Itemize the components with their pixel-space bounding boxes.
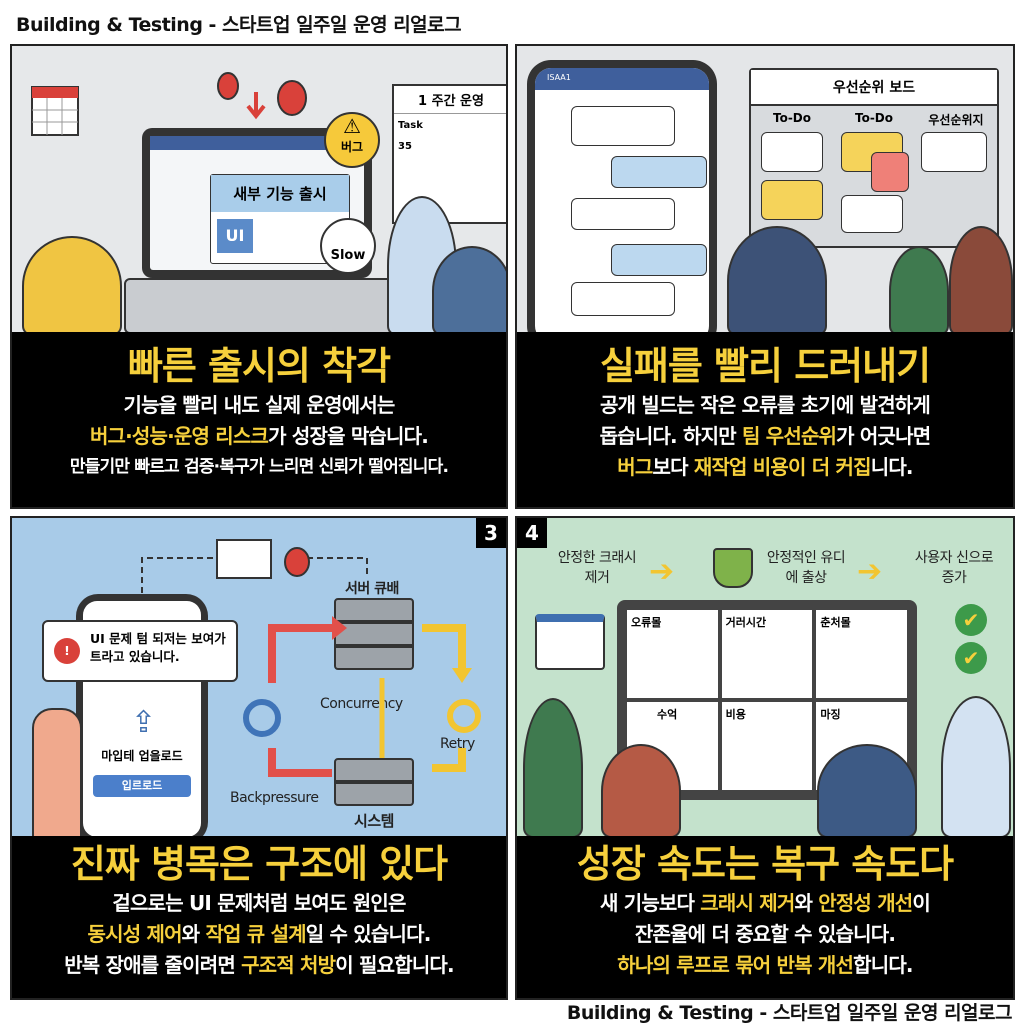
- bug-icon: [217, 72, 307, 120]
- alert-tooltip: ! UI 문제 텀 되저는 보여가 트라고 있습니다.: [42, 620, 238, 682]
- panel-1-title: 빠른 출시의 착각: [127, 344, 391, 388]
- calendar-icon: [535, 614, 605, 670]
- panel-2-illustration: ISAA1 우선순위 보드 To-Do To-Do 우선순위지: [517, 46, 1013, 350]
- flow-step-1: 안정한 크래시 제거: [557, 550, 637, 586]
- flow-arrows: [243, 616, 481, 777]
- person-woman-left: [523, 698, 583, 838]
- board-row-task: Task: [398, 120, 423, 131]
- laptop-base: [124, 278, 394, 334]
- person-woman-presenting: [601, 744, 681, 838]
- retry-label: Retry: [440, 736, 475, 752]
- panel-3-illustration: ⇪ 마입테 업을로드 입르로드 ! UI 문제 텀 되저는 보여가 트라고 있습…: [12, 518, 506, 848]
- trophy-icon: [713, 548, 753, 588]
- chat-bubble: [611, 156, 707, 188]
- chart-card: 거러시간: [721, 610, 813, 698]
- priority-board-title: 우선순위 보드: [751, 70, 997, 106]
- chart-card: 춘처몰: [816, 610, 907, 698]
- person-man-right: [941, 696, 1011, 838]
- warning-icon: ⚠: [343, 114, 361, 138]
- panel-2-caption: 실패를 빨리 드러내기 공개 빌드는 작은 오류를 초기에 발견하게 돕습니다.…: [517, 332, 1013, 507]
- check-icon: ✔: [955, 604, 987, 636]
- board-title: 1 주간 운영: [394, 86, 506, 114]
- panel-number: 3: [476, 518, 506, 548]
- flow-step-2: 안정적인 유디에 출상: [766, 550, 846, 586]
- phone-status-bar: ISAA1: [535, 68, 709, 90]
- panel-1: 새부 기능 출시 UI ⚠ 버그 Slow 1 주간 운영 Task 35 빠른…: [10, 44, 508, 509]
- arrow-right-icon: ➔: [857, 554, 883, 589]
- upload-button[interactable]: 입르로드: [93, 775, 191, 797]
- dashed-connector: [141, 539, 368, 593]
- check-icon: ✔: [955, 642, 987, 674]
- panel-4: 4 안정한 크래시 제거 ➔ 안정적인 유디에 출상 ➔ 사용자 신으로 증가 …: [515, 516, 1015, 1000]
- backpressure-label: Backpressure: [230, 790, 319, 806]
- ui-label: UI: [217, 219, 253, 253]
- panel-2: ISAA1 우선순위 보드 To-Do To-Do 우선순위지: [515, 44, 1015, 509]
- calendar-icon: [31, 86, 79, 136]
- person-woman-tablet: [22, 236, 122, 336]
- hand: [32, 708, 82, 848]
- board-column-priority: 우선순위지: [928, 113, 984, 127]
- alert-icon: !: [54, 638, 80, 664]
- chat-bubble: [571, 106, 675, 146]
- arrow-right-icon: ➔: [649, 554, 675, 589]
- caption-line: 돕습니다. 하지만 팀 우선순위가 어긋나면: [599, 424, 931, 448]
- bug-badge-label: 버그: [340, 140, 364, 154]
- caption-line: 새 기능보다 크래시 제거와 안정성 개선이: [599, 891, 931, 915]
- caption-line: 버그보다 재작업 비용이 더 커집니다.: [617, 455, 913, 479]
- chat-bubble: [611, 244, 707, 276]
- chart-card: 오류몰: [627, 610, 718, 698]
- person-man-back: [817, 744, 917, 838]
- alert-text: UI 문제 텀 되저는 보여가 트라고 있습니다.: [90, 631, 226, 664]
- caption-line: 기능을 빨리 내도 실제 운영에서는: [123, 393, 395, 417]
- chart-card: 비용: [721, 702, 813, 790]
- board-column-todo: To-Do: [772, 111, 812, 125]
- panel-1-illustration: 새부 기능 출시 UI ⚠ 버그 Slow 1 주간 운영 Task 35: [12, 46, 506, 336]
- upload-icon: ⇪: [131, 705, 157, 740]
- panel-3-title: 진짜 병목은 구조에 있다: [70, 842, 448, 886]
- panel-number: 4: [517, 518, 547, 548]
- caption-line: 동시성 제어와 작업 큐 설계일 수 있습니다.: [87, 922, 432, 946]
- caption-line: 공개 빌드는 작은 오류를 초기에 발견하게: [599, 393, 931, 417]
- person-man-seated: [432, 246, 506, 336]
- chat-bubble: [571, 198, 675, 230]
- panel-2-title: 실패를 빨리 드러내기: [599, 344, 931, 388]
- slow-gauge-badge: Slow: [320, 218, 376, 274]
- caption-line: 만들기만 빠르고 검증·복구가 느리면 신뢰가 떨어집니다.: [69, 457, 449, 477]
- caption-line: 잔존율에 더 중요할 수 있습니다.: [634, 922, 896, 946]
- caption-line: 하나의 루프로 묶어 반복 개선합니다.: [617, 953, 913, 977]
- priority-board: 우선순위 보드 To-Do To-Do 우선순위지: [749, 68, 999, 248]
- person-woman: [889, 246, 949, 336]
- panel-1-caption: 빠른 출시의 착각 기능을 빨리 내도 실제 운영에서는 버그·성능·운영 리스…: [12, 332, 506, 507]
- upload-label: 마입테 업을로드: [101, 749, 183, 763]
- server-stack-bottom: [334, 758, 414, 806]
- board-column-todo-2: To-Do: [854, 111, 894, 125]
- bug-warning-badge: ⚠ 버그: [324, 112, 380, 168]
- server-queue-label: 서버 큐배: [345, 581, 399, 597]
- person-man-right: [949, 226, 1013, 336]
- system-label: 시스템: [354, 812, 394, 830]
- panel-3: 3 ⇪ 마입테 업을로드 입르로드 ! UI 문제 텀 되저는 보여가 트라고 …: [10, 516, 508, 1000]
- caption-line: 버그·성능·운영 리스크가 성장을 막습니다.: [89, 424, 429, 448]
- phone: ISAA1: [527, 60, 717, 350]
- panel-4-title: 성장 속도는 복구 속도다: [576, 842, 954, 886]
- board-row-35: 35: [398, 141, 412, 152]
- page-footer-title: Building & Testing - 스타트업 일주일 운영 리얼로그: [566, 1002, 1013, 1024]
- panel-3-caption: 진짜 병목은 구조에 있다 겉으로는 UI 문제처럼 보여도 원인은 동시성 제…: [12, 836, 506, 998]
- person-man-explaining: [727, 226, 827, 336]
- panel-4-caption: 성장 속도는 복구 속도다 새 기능보다 크래시 제거와 안정성 개선이 잔존율…: [517, 836, 1013, 998]
- chat-bubble: [571, 282, 675, 316]
- flow-step-3: 사용자 신으로 증가: [914, 550, 994, 586]
- caption-line: 겉으로는 UI 문제처럼 보여도 원인은: [112, 891, 406, 915]
- caption-line: 반복 장애를 줄이려면 구조적 처방이 필요합니다.: [64, 953, 454, 977]
- page-header-title: Building & Testing - 스타트업 일주일 운영 리얼로그: [16, 14, 462, 36]
- laptop-heading: 새부 기능 출시: [211, 175, 349, 212]
- panel-4-illustration: 안정한 크래시 제거 ➔ 안정적인 유디에 출상 ➔ 사용자 신으로 증가 오류…: [517, 518, 1013, 838]
